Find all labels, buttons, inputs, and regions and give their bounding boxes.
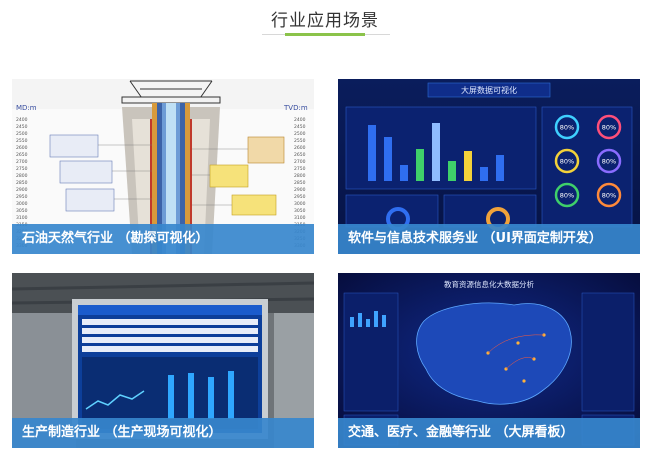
depth-tick-left: 2950: [16, 194, 28, 200]
depth-tick-left: 2750: [16, 166, 28, 172]
depth-tick-right: 2750: [294, 166, 306, 172]
gauge-value: 80%: [560, 192, 574, 200]
card-caption[interactable]: 生产制造行业 （生产现场可视化）: [12, 418, 314, 448]
depth-tick-left: 2700: [16, 159, 28, 165]
depth-tick-left: 2900: [16, 187, 28, 193]
production-bars: [168, 371, 234, 419]
depth-tick-right: 3100: [294, 215, 306, 221]
depth-tick-right: 3050: [294, 208, 306, 214]
scenario-card-dashboard-board[interactable]: 教育资源信息化大数据分析 交通、医疗、金融等行业 （大屏看板）: [338, 273, 640, 448]
gauge-grid: 80% 80% 80% 80% 80% 80%: [554, 114, 622, 208]
depth-tick-right: 2400: [294, 117, 306, 123]
depth-tick-left: 3000: [16, 201, 28, 207]
md-label: MD:m: [16, 104, 37, 112]
gauge-ring: [554, 182, 580, 208]
dashboard-title: 教育资源信息化大数据分析: [444, 279, 534, 289]
depth-tick-right: 2650: [294, 152, 306, 158]
depth-tick-right: 2950: [294, 194, 306, 200]
gauge-ring: [596, 182, 622, 208]
section-title: 行业应用场景: [271, 11, 379, 31]
depth-tick-right: 3000: [294, 201, 306, 207]
gauge-value: 80%: [602, 158, 616, 166]
china-map-shape: [416, 302, 572, 405]
card-caption[interactable]: 交通、医疗、金融等行业 （大屏看板）: [338, 418, 640, 448]
depth-tick-left: 2800: [16, 173, 28, 179]
gauge-ring: [554, 148, 580, 174]
gauge-value: 80%: [560, 124, 574, 132]
depth-tick-right: 2800: [294, 173, 306, 179]
depth-tick-left: 3100: [16, 215, 28, 221]
depth-tick-right: 2600: [294, 145, 306, 151]
depth-tick-left: 2550: [16, 138, 28, 144]
dashboard-title: 大屏数据可视化: [461, 85, 517, 95]
depth-tick-left: 3050: [16, 208, 28, 214]
depth-tick-left: 2650: [16, 152, 28, 158]
card-caption[interactable]: 石油天然气行业 （勘探可视化）: [12, 224, 314, 254]
depth-tick-right: 2850: [294, 180, 306, 186]
depth-tick-right: 2900: [294, 187, 306, 193]
depth-tick-right: 2550: [294, 138, 306, 144]
depth-tick-left: 2450: [16, 124, 28, 130]
depth-tick-left: 2850: [16, 180, 28, 186]
depth-tick-left: 2400: [16, 117, 28, 123]
gauge-ring: [596, 148, 622, 174]
title-divider-accent: [285, 33, 365, 36]
scenario-card-manufacturing[interactable]: 生产制造行业 （生产现场可视化）: [12, 273, 314, 448]
gauge-ring: [596, 114, 622, 140]
depth-tick-right: 2500: [294, 131, 306, 137]
gauge-value: 80%: [602, 192, 616, 200]
gauge-value: 80%: [560, 158, 574, 166]
gauge-value: 80%: [602, 124, 616, 132]
card-caption[interactable]: 软件与信息技术服务业 （UI界面定制开发）: [338, 224, 640, 254]
depth-tick-right: 2450: [294, 124, 306, 130]
tvd-label: TVD:m: [283, 104, 308, 112]
depth-tick-left: 2600: [16, 145, 28, 151]
bar-chart-mini: [368, 123, 504, 181]
gauge-ring: [554, 114, 580, 140]
depth-tick-right: 2700: [294, 159, 306, 165]
depth-tick-left: 2500: [16, 131, 28, 137]
scenario-card-software[interactable]: 大屏数据可视化 80% 80% 80% 80% 80% 80% 软件与信息技术服务业 （U…: [338, 79, 640, 254]
